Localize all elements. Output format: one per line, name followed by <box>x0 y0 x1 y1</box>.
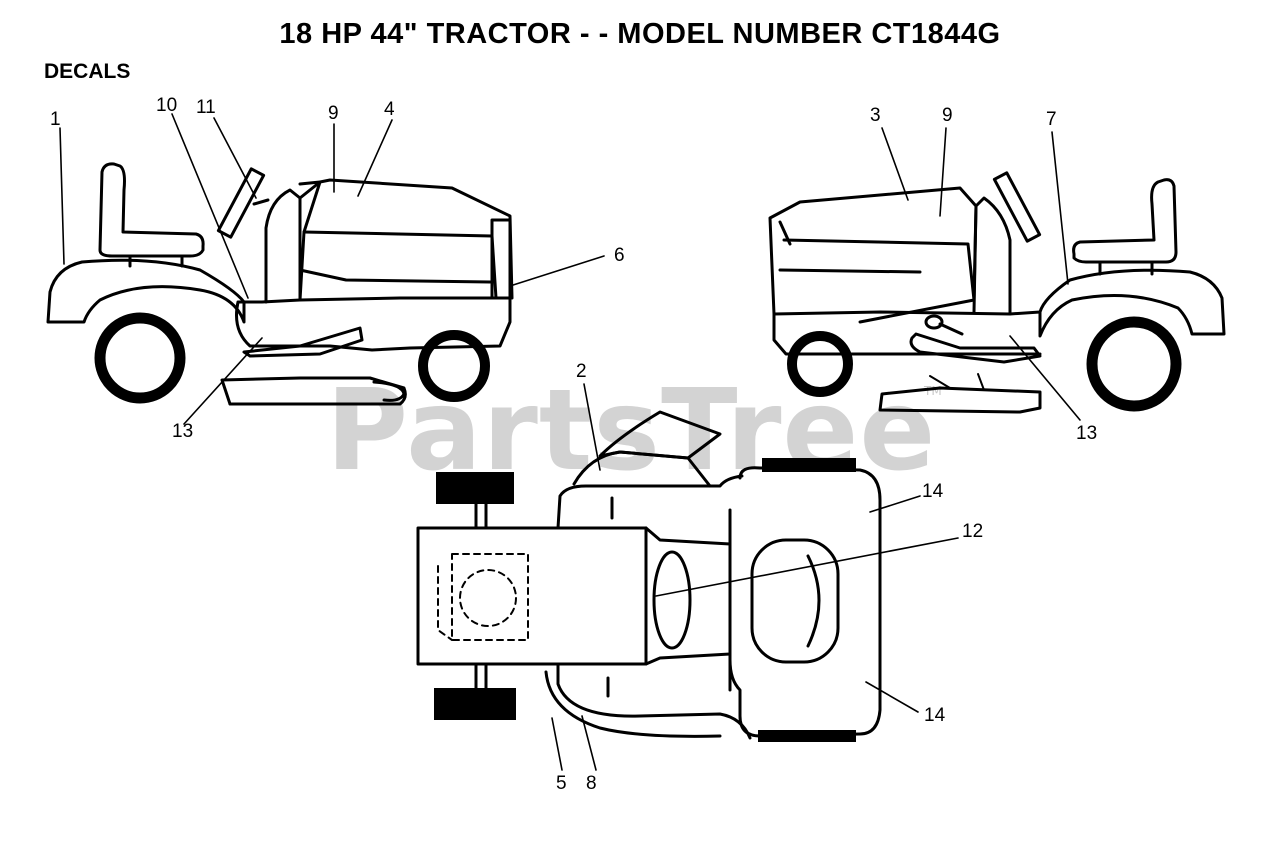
callout-13-right: 13 <box>1076 423 1098 444</box>
seat-right <box>1072 178 1178 264</box>
callout-14-top: 14 <box>922 481 944 502</box>
callout-13-left: 13 <box>172 421 194 442</box>
steering-wheel-right <box>992 171 1042 243</box>
console-left <box>264 188 302 304</box>
tractor-top-view <box>416 383 959 771</box>
steering-top <box>598 410 722 460</box>
callout-14-bottom: 14 <box>924 705 946 726</box>
callout-6: 6 <box>614 245 625 266</box>
callout-9-right: 9 <box>942 105 953 126</box>
rear-wheel-right <box>1086 316 1182 412</box>
callout-8: 8 <box>586 773 597 794</box>
callout-1: 1 <box>50 109 61 130</box>
rear-fender-left <box>46 258 246 324</box>
callout-12: 12 <box>962 521 984 542</box>
rear-body-top <box>728 466 882 738</box>
callout-7: 7 <box>1046 109 1057 130</box>
callout-3: 3 <box>870 105 881 126</box>
front-tire-top <box>436 472 514 504</box>
tractor-left-view <box>46 113 605 425</box>
callout-10: 10 <box>156 95 178 116</box>
callout-2: 2 <box>576 361 587 382</box>
steering-wheel-left <box>216 167 266 239</box>
front-wheel-right <box>787 331 853 397</box>
tractor-right-view <box>768 127 1226 421</box>
front-wheel-left <box>418 330 490 402</box>
callout-4: 4 <box>384 99 395 120</box>
section-label: DECALS <box>44 60 131 83</box>
seat-top <box>750 538 840 664</box>
diagram-title: 18 HP 44" TRACTOR - - MODEL NUMBER CT184… <box>279 18 1001 50</box>
callout-5: 5 <box>556 773 567 794</box>
hood-top <box>416 526 648 666</box>
callout-11: 11 <box>196 97 216 118</box>
front-tire-bottom <box>434 688 516 720</box>
seat-left <box>98 162 205 258</box>
console-right <box>972 196 1012 316</box>
rear-wheel-left <box>94 312 186 404</box>
frame-left <box>235 296 512 352</box>
hood-right <box>768 186 978 324</box>
mower-deck-right <box>878 386 1042 414</box>
callout-9-left: 9 <box>328 103 339 124</box>
